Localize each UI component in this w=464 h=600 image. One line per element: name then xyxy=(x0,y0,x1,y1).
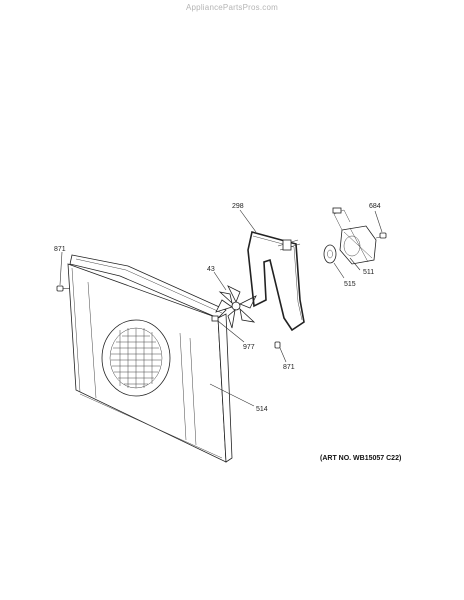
nut-977 xyxy=(211,315,219,322)
callout-43: 43 xyxy=(207,266,215,273)
screw-871-left xyxy=(56,285,70,292)
callout-514: 514 xyxy=(256,406,268,413)
callout-871-bottom: 871 xyxy=(283,364,295,371)
screw-871-bottom xyxy=(274,341,281,349)
rear-panel-514 xyxy=(67,254,233,463)
watermark: AppliancePartsPros.com xyxy=(186,3,278,12)
art-number: (ART NO. WB15057 C22) xyxy=(320,455,401,462)
fan-motor-511 xyxy=(332,207,385,265)
callout-977: 977 xyxy=(243,344,255,351)
screw-684 xyxy=(379,232,387,239)
gasket-515 xyxy=(323,244,337,264)
callout-684: 684 xyxy=(369,203,381,210)
leader-lines xyxy=(59,209,383,407)
callout-298: 298 xyxy=(232,203,244,210)
callout-515: 515 xyxy=(344,281,356,288)
callout-511: 511 xyxy=(363,269,374,276)
heating-element-298 xyxy=(247,231,305,332)
callout-871-left: 871 xyxy=(54,246,66,253)
